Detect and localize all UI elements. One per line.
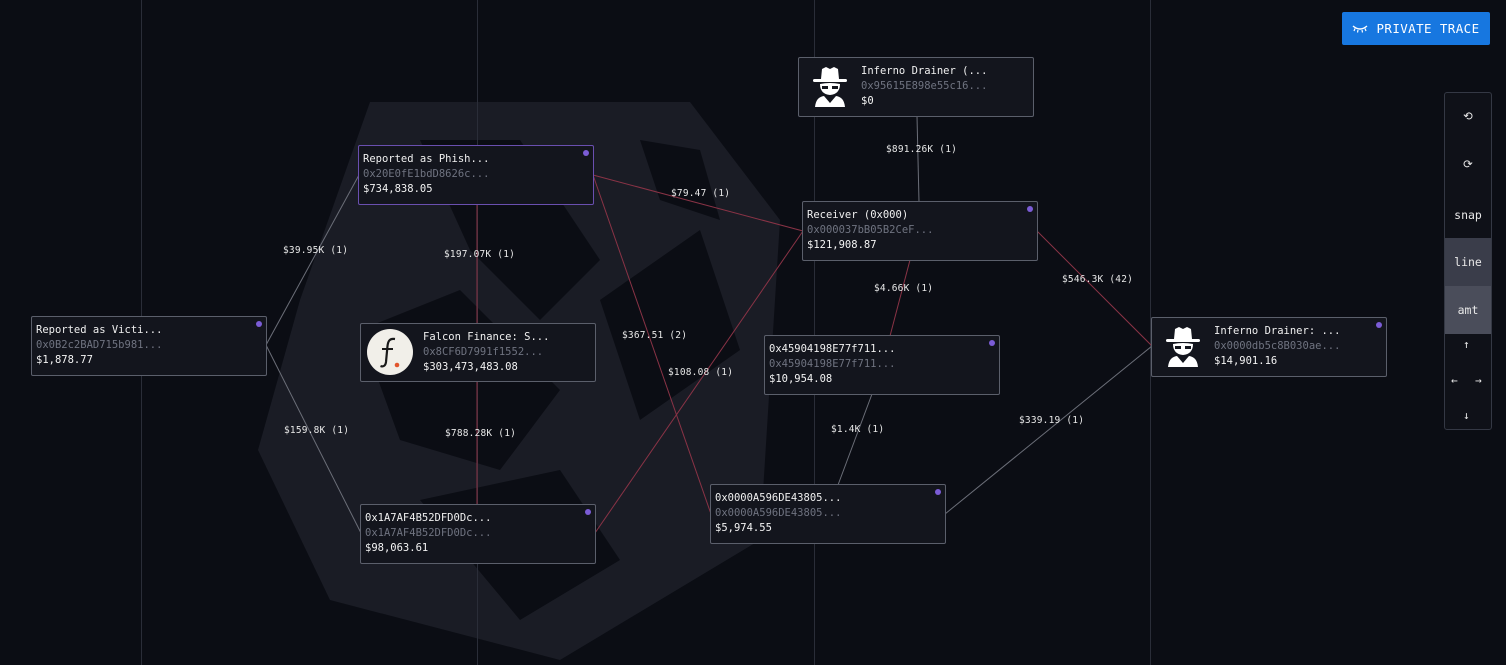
node-inferno-right[interactable]: Inferno Drainer: ... 0x0000db5c8B030ae..… [1151,317,1387,377]
pan-down-button[interactable]: ↓ [1463,409,1470,422]
node-address: 0x0000A596DE43805... [715,507,842,519]
edge-label: $339.19 (1) [1019,415,1085,426]
edge-x0000a-inferno-right [944,345,1153,515]
node-x0000a[interactable]: 0x0000A596DE43805... 0x0000A596DE43805..… [710,484,946,544]
node-status-dot [935,489,941,495]
node-amount: $303,473,483.08 [423,361,518,373]
node-address: 0x0000db5c8B030ae... [1214,340,1341,352]
node-falcon[interactable]: Falcon Finance: S... 0x8CF6D7991f1552...… [360,323,596,382]
spy-hacker-icon [807,63,853,109]
node-victim[interactable]: Reported as Victi... 0x0B2c2BAD715b981..… [31,316,267,376]
private-trace-label: PRIVATE TRACE [1376,21,1480,36]
node-amount: $5,974.55 [715,522,772,534]
edge-label: $159.8K (1) [284,425,350,436]
node-title: 0x0000A596DE43805... [715,492,842,504]
pan-left-button[interactable]: ← [1451,374,1458,387]
spy-hacker-icon [1160,323,1206,369]
node-title: Reported as Phish... [363,153,490,165]
node-amount: $14,901.16 [1214,355,1278,367]
node-status-dot [1376,322,1382,328]
node-address: 0x20E0fE1bdD8626c... [363,168,490,180]
edge-label: $108.08 (1) [668,367,734,378]
edge-receiver-x4590 [889,259,911,337]
node-status-dot [1027,206,1033,212]
node-amount: $1,878.77 [36,354,93,366]
node-a1a7[interactable]: 0x1A7AF4B52DFD0Dc... 0x1A7AF4B52DFD0Dc..… [360,504,596,564]
edge-a1a7-receiver [594,230,804,534]
eye-closed-icon [1353,24,1368,33]
edge-phish-receiver [592,174,804,232]
private-trace-button[interactable]: PRIVATE TRACE [1342,12,1490,45]
node-address: 0x8CF6D7991f1552... [423,346,544,358]
node-amount: $98,063.61 [365,542,429,554]
edge-label: $79.47 (1) [671,188,731,199]
node-title: 0x1A7AF4B52DFD0Dc... [365,512,492,524]
arrow-up-icon: ↑ [1463,338,1470,351]
node-address: 0x95615E898e55c16... [861,80,988,92]
graph-controls-panel: ⟲ ⟳ snap line amt ↑ ← → ↓ [1444,92,1492,430]
edge-victim-a1a7 [265,344,362,534]
node-status-dot [585,509,591,515]
pan-right-button[interactable]: → [1475,374,1482,387]
node-status-dot [256,321,262,327]
edge-victim-phish [265,174,360,346]
undo-button[interactable]: ⟲ [1445,109,1491,127]
node-status-dot [989,340,995,346]
edge-label: $367.51 (2) [622,330,688,341]
node-title: Inferno Drainer: ... [1214,325,1341,337]
node-address: 0x45904198E77f711... [769,358,896,370]
amt-toggle[interactable]: amt [1445,286,1491,334]
column-divider [1150,0,1151,665]
edge-label: $4.66K (1) [874,283,934,294]
edge-label: $546.3K (42) [1062,274,1134,285]
node-amount: $734,838.05 [363,183,433,195]
redo-button[interactable]: ⟳ [1445,157,1491,175]
edge-inferno-receiver [916,115,920,203]
node-x4590[interactable]: 0x45904198E77f711... 0x45904198E77f711..… [764,335,1000,395]
edge-label: $1.4K (1) [831,424,885,435]
arrow-down-icon: ↓ [1463,409,1470,422]
node-title: Falcon Finance: S... [423,331,550,343]
node-amount: $0 [861,95,874,107]
pan-up-button[interactable]: ↑ [1463,338,1470,351]
undo-icon: ⟲ [1463,109,1473,123]
column-divider [814,0,815,665]
node-title: Inferno Drainer (... [861,65,988,77]
node-status-dot [583,150,589,156]
arrow-right-icon: → [1475,374,1482,387]
edge-label: $788.28K (1) [445,428,517,439]
edge-receiver-inferno-right [1036,230,1153,347]
snap-toggle[interactable]: snap [1454,208,1482,222]
line-toggle[interactable]: line [1445,238,1491,286]
node-amount: $10,954.08 [769,373,833,385]
node-address: 0x0B2c2BAD715b981... [36,339,163,351]
node-title: Receiver (0x000) [807,209,909,221]
node-inferno-top[interactable]: Inferno Drainer (... 0x95615E898e55c16..… [798,57,1034,117]
edge-label: $891.26K (1) [886,144,958,155]
node-receiver[interactable]: Receiver (0x000) 0x000037bB05B2CeF... $1… [802,201,1038,261]
edge-label: $197.07K (1) [444,249,516,260]
falcon-finance-logo-icon [367,329,413,375]
edge-x4590-x0000a [837,393,873,486]
edge-label: $39.95K (1) [283,245,349,256]
redo-icon: ⟳ [1463,157,1473,171]
arrow-left-icon: ← [1451,374,1458,387]
edge-phish-x0000a [592,174,712,515]
node-address: 0x000037bB05B2CeF... [807,224,934,236]
node-phish[interactable]: Reported as Phish... 0x20E0fE1bdD8626c..… [358,145,594,205]
node-title: Reported as Victi... [36,324,163,336]
node-title: 0x45904198E77f711... [769,343,896,355]
node-address: 0x1A7AF4B52DFD0Dc... [365,527,492,539]
node-amount: $121,908.87 [807,239,877,251]
